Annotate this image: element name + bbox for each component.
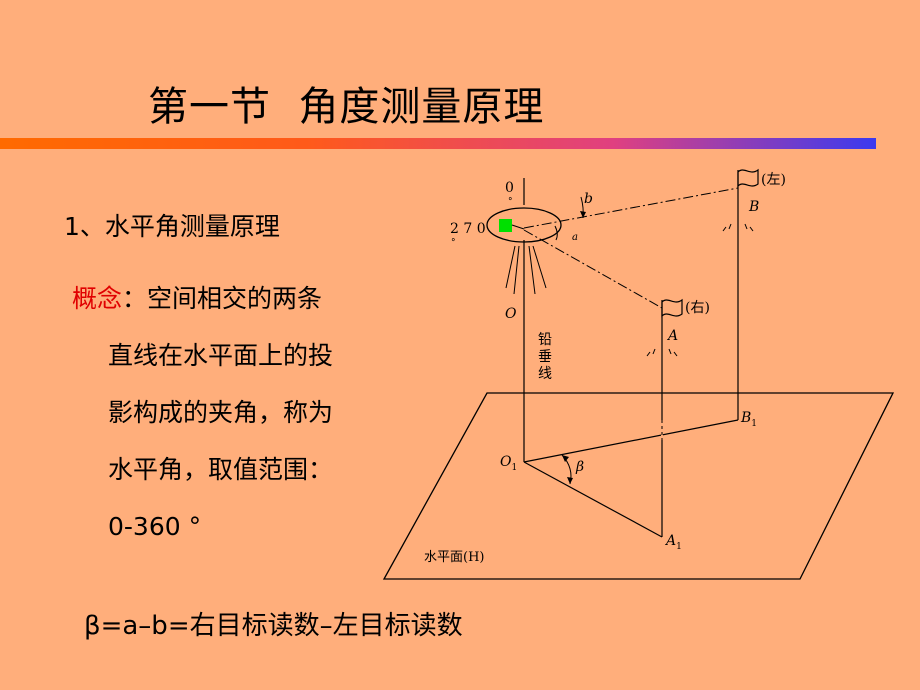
concept-line-4: 水平角，取值范围： <box>108 455 334 484</box>
concept-paragraph: 概念：空间相交的两条 直线在水平面上的投 影构成的夹角，称为 水平角，取值范围：… <box>72 270 333 555</box>
center-marker <box>499 219 512 232</box>
label-O: O <box>505 306 517 322</box>
section-heading: 1、水平角测量原理 <box>64 212 280 241</box>
label-b: b <box>584 191 593 207</box>
slide-title: 第一节 角度测量原理 <box>148 84 545 130</box>
label-zero: 0 <box>505 180 514 196</box>
label-B: B <box>748 199 759 215</box>
label-O1: O1 <box>500 454 517 473</box>
formula: β=a–b=右目标读数–左目标读数 <box>84 611 463 641</box>
plumb-char-3: 线 <box>538 366 552 382</box>
arc-b-arrow <box>580 211 586 218</box>
label-A1-subscript: 1 <box>676 542 682 552</box>
arc-a <box>554 225 558 241</box>
concept-line-2: 直线在水平面上的投 <box>108 341 334 370</box>
concept-text-1: 空间相交的两条 <box>147 284 323 313</box>
concept-line-1: 概念：空间相交的两条 <box>72 270 333 327</box>
concept-line-3: 影构成的夹角，称为 <box>108 398 334 427</box>
label-right-target: (右) <box>685 300 710 316</box>
concept-keyword: 概念 <box>72 284 123 313</box>
degree-mark-zero: ° <box>508 197 513 207</box>
label-O1-subscript: 1 <box>511 463 517 473</box>
flag-B <box>737 168 759 188</box>
dial-pointer <box>511 224 525 230</box>
label-B1: B1 <box>740 410 757 429</box>
horizontal-plane <box>382 392 895 580</box>
arc-beta-arrow-top <box>562 455 569 462</box>
sight-line-B <box>523 187 739 229</box>
label-a: a <box>572 232 578 243</box>
projection-O1-A1 <box>523 461 663 538</box>
label-270: 2 7 0 <box>450 221 486 237</box>
projection-O1-B1 <box>523 419 739 463</box>
ticks-under-B <box>722 223 754 232</box>
label-B1-subscript: 1 <box>751 419 757 429</box>
flag-A <box>661 298 683 318</box>
title-divider <box>0 138 876 149</box>
sight-line-A <box>523 229 663 309</box>
label-beta: β <box>575 459 584 475</box>
label-left-target: (左) <box>761 172 786 188</box>
ticks-under-A <box>646 348 678 357</box>
degree-mark-270: ° <box>451 238 456 248</box>
label-plane: 水平面(H) <box>424 550 484 565</box>
horizontal-dial <box>486 207 562 243</box>
plumb-char-1: 铅 <box>538 332 552 348</box>
concept-line-5: 0-360 ° <box>108 512 202 541</box>
label-A1: A1 <box>664 533 682 552</box>
concept-colon: ： <box>122 284 148 313</box>
tripod-legs <box>505 245 547 296</box>
plumb-char-2: 垂 <box>538 349 552 365</box>
label-A: A <box>666 328 678 344</box>
arc-beta-arrow-bottom <box>567 477 573 484</box>
